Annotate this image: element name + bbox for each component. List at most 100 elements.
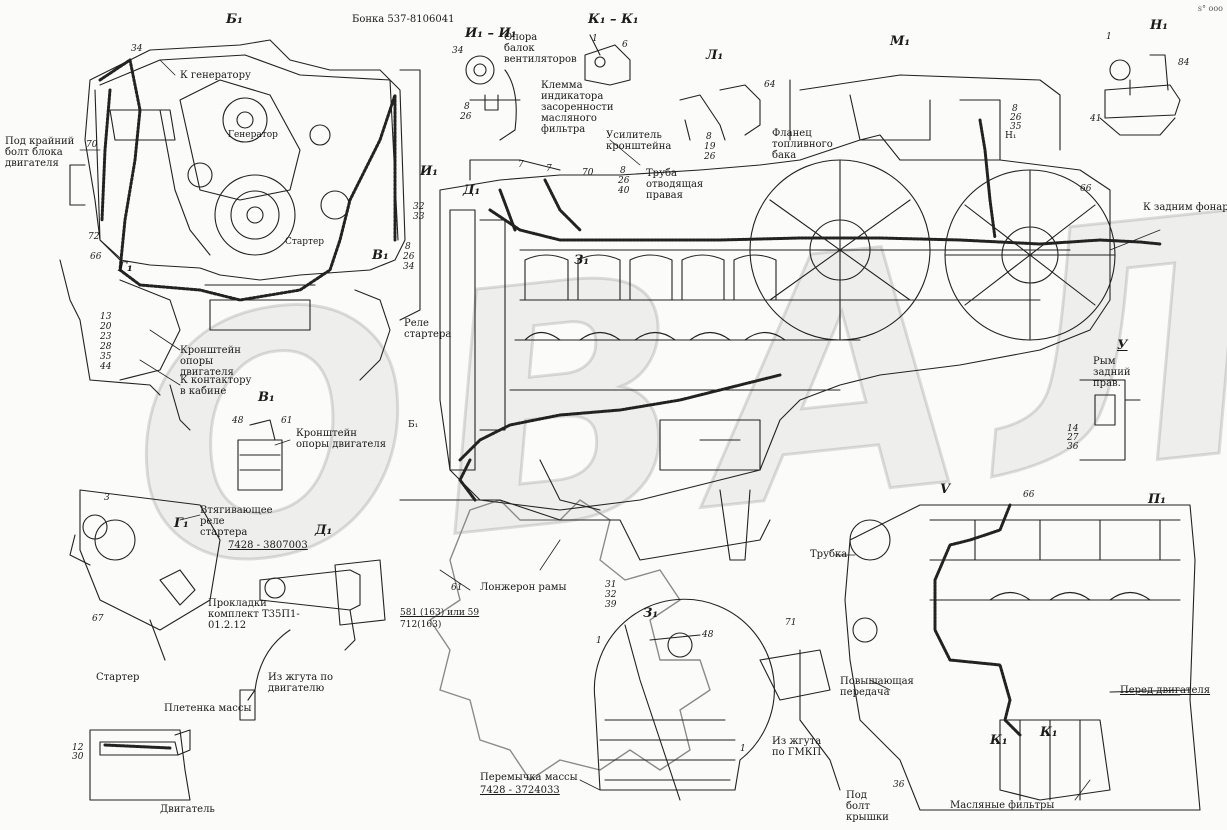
- ref-number: 7: [546, 164, 552, 174]
- section-z1-view: [593, 598, 775, 801]
- ref-number: 26: [460, 112, 472, 122]
- callout-generator-tag: Генератор: [228, 130, 278, 140]
- callout-engine: Двигатель: [160, 804, 215, 815]
- ref-number: 32: [605, 590, 617, 600]
- callout-mass-braid: Плетенка массы: [164, 703, 252, 714]
- ref-number: 12: [72, 743, 84, 753]
- ref-number: 7: [518, 160, 524, 170]
- ref-number: 70: [86, 140, 98, 150]
- harness-front: [98, 58, 397, 302]
- label-section-i1: И₁ – И₁: [465, 26, 517, 41]
- ref-number: 44: [100, 362, 112, 372]
- label-section-u: У: [1117, 338, 1128, 353]
- callout-engine-support-2: Кронштейн опоры двигателя: [296, 428, 387, 450]
- ref-number: 48: [232, 416, 244, 426]
- section-i1-view: [465, 55, 521, 141]
- ref-number: 36: [1067, 442, 1079, 452]
- section-braid-view: [89, 729, 191, 801]
- ref-number: 23: [100, 332, 112, 342]
- ref-number: 28: [100, 342, 112, 352]
- label-section-k1-b: К₁: [1040, 725, 1058, 740]
- harness-p1: [933, 503, 1022, 737]
- ref-number: 1: [1106, 32, 1112, 42]
- section-d1-view: [239, 559, 386, 721]
- ref-number: 1: [740, 744, 746, 754]
- label-section-l1: Л₁: [706, 48, 724, 63]
- section-u-view: [1079, 379, 1141, 461]
- ref-number: 13: [100, 312, 112, 322]
- ref-number: 34: [131, 44, 143, 54]
- ref-number: 66: [1023, 490, 1035, 500]
- section-p1-view: [759, 504, 1201, 811]
- label-section-d1: Д₁: [315, 523, 333, 538]
- callout-under-bolt: Под крайний болт блока двигателя: [5, 136, 75, 169]
- engine-side-view: [399, 74, 1116, 561]
- ref-number: 33: [413, 212, 425, 222]
- section-k1-view: [584, 34, 631, 86]
- ref-number: 14: [1067, 424, 1079, 434]
- ref-number: 40: [618, 186, 630, 196]
- label-section-b1: Б₁: [226, 12, 243, 27]
- corner-mark: s° ooo: [1197, 4, 1223, 13]
- callout-to-generator: К генератору: [180, 70, 251, 81]
- leader-lines: [79, 59, 1181, 801]
- label-section-u-small: V: [940, 482, 951, 497]
- section-n1-view: [1099, 54, 1181, 136]
- ref-number: 8: [464, 102, 470, 112]
- callout-bobina: Бонка 537-8106041: [352, 14, 455, 25]
- ref-number: 41: [1090, 114, 1102, 124]
- callout-fan-support: Опора балок вентиляторов: [504, 32, 577, 65]
- label-section-b1-side: Б₁: [408, 420, 419, 430]
- ref-number: 34: [452, 46, 464, 56]
- callout-to-rear-lights: К задним фонарям: [1143, 202, 1227, 213]
- ref-number: 26: [1010, 113, 1022, 123]
- callout-under-cover-bolt: Под болт крышки: [846, 790, 889, 823]
- ref-number: 19: [704, 142, 716, 152]
- label-section-n1: Н₁: [1150, 18, 1168, 33]
- callout-frame-spar: Лонжерон рамы: [480, 582, 567, 593]
- callout-drain-pipe: Труба отводящая правая: [646, 168, 704, 201]
- ref-number: 67: [92, 614, 104, 624]
- ref-number: 84: [1178, 58, 1190, 68]
- callout-front-of-engine: Перед двигателя: [1120, 685, 1211, 696]
- callout-tube: Трубка: [810, 549, 848, 560]
- callout-gaskets: Прокладки комплект Т35П1-01.2.12: [208, 598, 300, 631]
- front-view-b1: [59, 39, 421, 431]
- callout-part-7428-a: 7428 - 3807003: [228, 540, 308, 551]
- section-g1-view: [69, 489, 221, 661]
- ref-number: 34: [403, 262, 415, 272]
- section-v1-view: [237, 419, 283, 491]
- label-section-v1-side: В₁: [372, 248, 389, 263]
- ref-number: 64: [764, 80, 776, 90]
- callout-starter-small: Стартер: [285, 237, 325, 247]
- ref-number: 1: [592, 34, 598, 44]
- harness-main: [458, 118, 1162, 502]
- callout-step-up-gear: Повышающая передача: [840, 676, 914, 698]
- ref-number: 35: [1010, 122, 1022, 132]
- ref-number: 32: [413, 202, 425, 212]
- ref-number: 61: [281, 416, 293, 426]
- ref-number: 1: [596, 636, 602, 646]
- callout-oil-filters: Масляные фильтры: [950, 800, 1055, 811]
- callout-fuel-flange: Фланец топливного бака: [772, 128, 833, 161]
- ref-number: 61: [451, 583, 463, 593]
- ref-number: 39: [605, 600, 617, 610]
- label-section-g1: Г₁: [174, 516, 189, 531]
- ref-number: 35: [100, 352, 112, 362]
- ref-number: 48: [702, 630, 714, 640]
- ref-number: 66: [1080, 184, 1092, 194]
- ref-number: 70: [582, 168, 594, 178]
- gear-watermark-outline: [429, 499, 711, 781]
- callout-part-7428-b: 7428 - 3724033: [480, 785, 560, 796]
- ref-number: 8: [620, 166, 626, 176]
- ref-number: 30: [72, 752, 84, 762]
- ref-number: 8: [405, 242, 411, 252]
- ref-number: 72: [88, 232, 100, 242]
- ref-number: 71: [785, 618, 797, 628]
- ref-number: 26: [403, 252, 415, 262]
- callout-engine-support: Кронштейн опоры двигателя: [180, 345, 241, 378]
- callout-starter: Стартер: [96, 672, 140, 683]
- label-section-z1-top: З₁: [574, 253, 590, 268]
- ref-number: 6: [622, 40, 628, 50]
- ref-number: 66: [90, 252, 102, 262]
